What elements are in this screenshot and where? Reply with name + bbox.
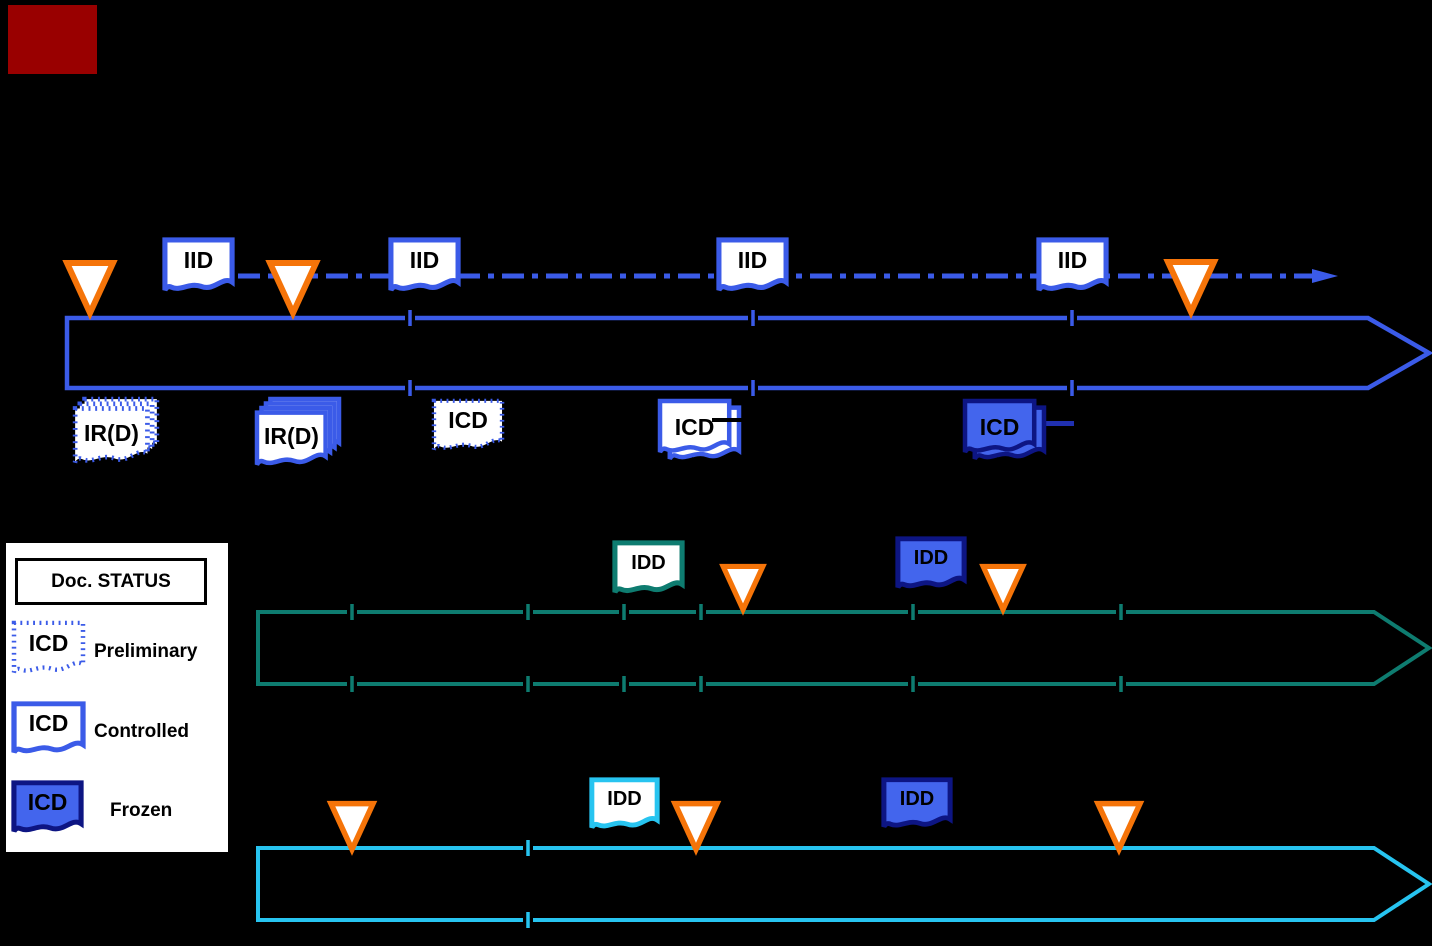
ird-document-preliminary: IR(D) [72, 396, 160, 474]
legend-item-label: Preliminary [94, 640, 198, 662]
phase-bar-cyan [256, 840, 1432, 928]
milestone-triangle-icon [62, 259, 118, 321]
red-marker-box [8, 5, 97, 74]
caret-up-icon [684, 457, 701, 469]
phase-bar-teal-ticks [347, 604, 1126, 692]
icd-document-frozen: ICD [962, 398, 1047, 470]
phase-bar-teal [256, 604, 1432, 692]
iid-document-label: IID [183, 247, 214, 274]
arrowhead-icon [1312, 269, 1338, 283]
legend-icon-controlled: ICD [11, 701, 86, 763]
phase-bar-blue-ticks [405, 310, 1077, 396]
ird-document-controlled: IR(D) [254, 396, 342, 476]
phase-bar-cyan-ticks [523, 840, 533, 928]
ird-document-label: IR(D) [84, 419, 139, 446]
callout-line-navy [1038, 421, 1074, 426]
idd-document-label: IDD [913, 547, 949, 570]
idd-document-cyan: IDD [589, 777, 660, 838]
legend-icon-label: ICD [28, 629, 69, 656]
legend-icon-label: ICD [28, 710, 69, 737]
legend-icon-preliminary: ICD [11, 620, 86, 683]
iid-document-label: IID [737, 247, 768, 274]
milestone-triangle-icon [326, 800, 378, 856]
milestone-triangle-icon [1163, 258, 1219, 320]
icd-document-label: ICD [448, 407, 488, 434]
icd-document-label: ICD [979, 413, 1020, 440]
milestone-triangle-icon [978, 563, 1028, 616]
milestone-triangle-icon [670, 800, 722, 856]
iid-document-label: IID [409, 247, 440, 274]
legend-panel: Doc. STATUS ICD Preliminary ICD Controll… [6, 543, 228, 852]
iid-document: IID [716, 237, 789, 301]
idd-document-label: IDD [631, 551, 666, 574]
idd-document-frozen: IDD [881, 777, 953, 837]
legend-title: Doc. STATUS [15, 558, 207, 605]
caret-up-icon [989, 457, 1006, 469]
idd-document-frozen: IDD [895, 536, 967, 598]
idd-document-teal: IDD [612, 540, 685, 603]
iid-document: IID [1036, 237, 1109, 301]
iid-document: IID [162, 237, 235, 301]
icd-document-preliminary: ICD [431, 398, 505, 460]
icd-document-label: ICD [674, 413, 715, 440]
ird-document-label: IR(D) [264, 422, 319, 449]
iid-document-label: IID [1057, 247, 1088, 274]
milestone-triangle-icon [1093, 800, 1145, 856]
milestone-triangle-icon [265, 259, 321, 321]
idd-document-label: IDD [899, 787, 935, 810]
phase-bar-blue [64, 310, 1432, 396]
idd-document-label: IDD [607, 788, 642, 811]
iid-document: IID [388, 237, 461, 301]
milestone-triangle-icon [718, 563, 768, 616]
legend-icon-frozen: ICD [11, 780, 84, 842]
legend-item-label: Controlled [94, 721, 189, 742]
legend-item-label: Frozen [110, 800, 173, 821]
legend-icon-label: ICD [27, 789, 68, 816]
callout-line-black [712, 418, 752, 422]
